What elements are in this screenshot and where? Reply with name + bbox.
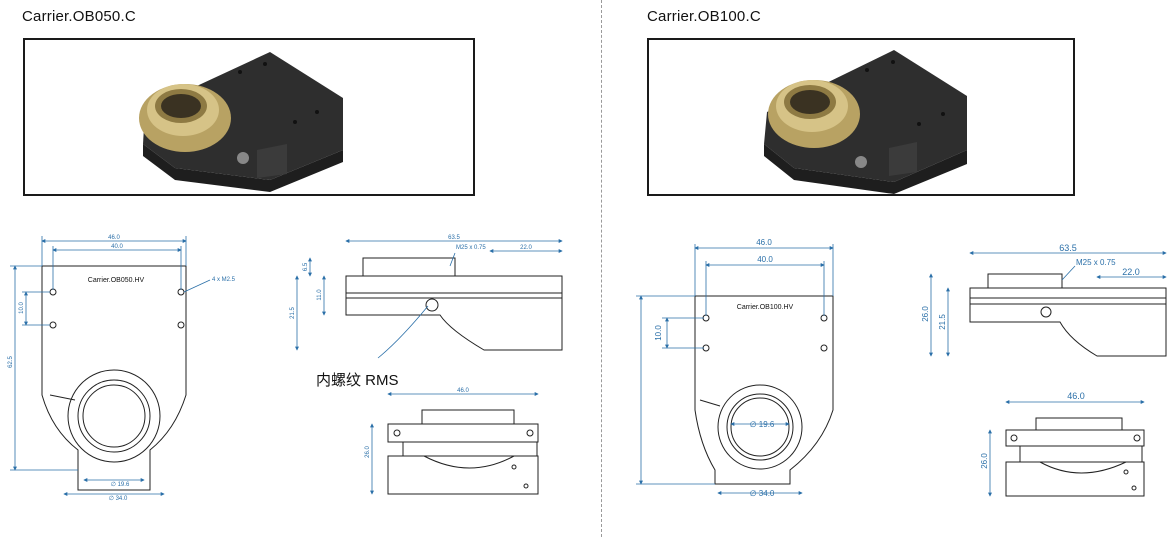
left-carrier-render [139,52,343,192]
right-dim-side-right: 22.0 [1122,267,1140,277]
left-dim-bottom-height: 26.0 [365,446,371,458]
left-front-label: Carrier.OB050.HV [88,277,145,284]
right-front-view [694,295,834,485]
left-bottom-dimensions [370,392,539,495]
left-side-view [345,257,563,351]
left-dim-side-right: 22.0 [520,245,532,251]
right-front-dimensions [636,244,834,495]
right-dim-thread: M25 x 0.75 [1076,258,1116,267]
right-dim-bottom-width: 46.0 [1067,391,1085,401]
left-dim-bottom-width: 46.0 [457,388,469,394]
left-dim-side-h2: 11.0 [317,289,323,301]
right-dim-side-h2: 21.5 [938,314,947,330]
left-front-dimensions [10,236,211,496]
right-dim-side-h1: 26.0 [921,306,930,322]
right-dim-top-outer: 46.0 [756,238,772,247]
right-panel-title: Carrier.OB100.C [647,8,761,25]
left-dim-top-outer: 46.0 [108,235,120,241]
right-dim-side-total: 63.5 [1059,243,1077,253]
right-product-photo [647,38,1075,196]
panel-divider [601,0,602,537]
right-bottom-view [1005,417,1145,497]
left-dim-side-h1: 6.5 [303,262,309,271]
left-dim-bore: ∅ 19.6 [111,481,130,488]
right-dim-hole-spacing: 10.0 [654,325,663,341]
right-front-label: Carrier.OB100.HV [737,304,794,311]
right-side-dimensions [929,251,1167,357]
left-product-photo [23,38,475,196]
left-dim-holes: 4 x M2.5 [212,277,236,283]
rms-thread-note: 内螺纹 RMS [316,372,399,389]
left-dim-ring: ∅ 34.0 [109,495,128,502]
left-dim-top-inner: 40.0 [111,244,123,250]
left-side-dimensions [295,239,563,359]
right-carrier-render [764,50,967,194]
right-dim-bottom-height: 26.0 [980,453,989,469]
right-side-view [969,273,1167,357]
left-dim-hole-spacing: 10.0 [19,302,25,314]
right-dim-top-inner: 40.0 [757,255,773,264]
left-dim-side-h3: 21.5 [290,307,296,319]
left-front-view [41,265,187,491]
left-dim-side-total: 63.5 [448,235,460,241]
left-dim-height: 62.5 [8,356,14,368]
right-dim-ring: ∅ 34.0 [750,489,775,498]
left-dim-thread: M25 x 0.75 [456,245,486,251]
left-bottom-view [387,409,539,495]
right-bottom-dimensions [988,400,1145,497]
left-panel-title: Carrier.OB050.C [22,8,136,25]
right-dim-bore: ∅ 19.6 [750,420,775,429]
